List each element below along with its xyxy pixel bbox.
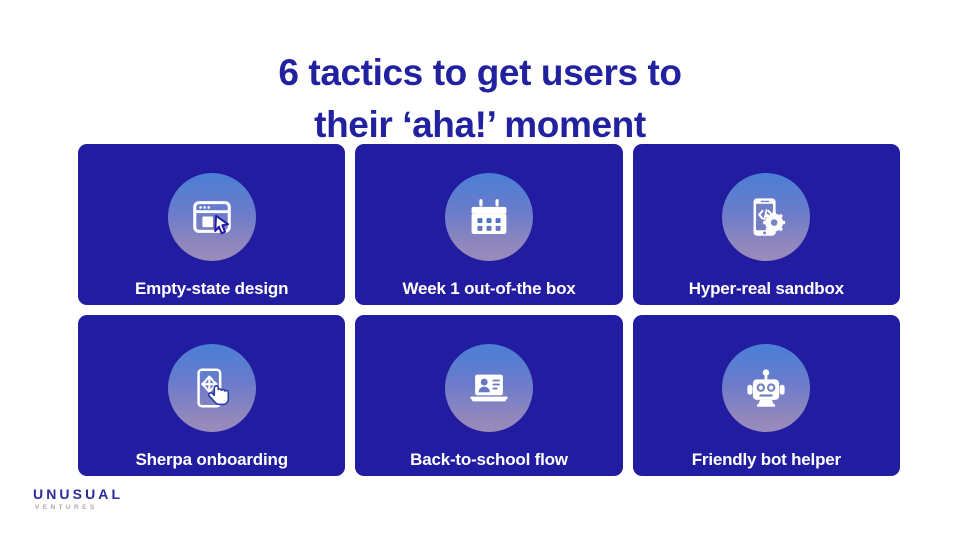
tactic-card-hyper-real-sandbox[interactable]: Hyper-real sandbox xyxy=(632,144,900,305)
icon-circle xyxy=(722,344,811,432)
tactic-card-friendly-bot-helper[interactable]: Friendly bot helper xyxy=(632,315,900,476)
mobile-code-gear-icon xyxy=(743,194,789,240)
tactic-card-empty-state-design[interactable]: Empty-state design xyxy=(78,144,346,305)
icon-circle xyxy=(167,344,256,432)
unusual-ventures-logo: UNUSUAL VENTURES xyxy=(33,487,213,512)
tactic-card-back-to-school-flow[interactable]: Back-to-school flow xyxy=(355,315,623,476)
tactic-card-sherpa-onboarding[interactable]: Sherpa onboarding xyxy=(78,315,346,476)
page-title: 6 tactics to get users to their ‘aha!’ m… xyxy=(0,47,960,152)
tactics-card-grid: Empty-state design Week 1 out-of-t xyxy=(78,144,900,476)
tactic-card-week-1-out-of-the-box[interactable]: Week 1 out-of-the box xyxy=(355,144,623,305)
calendar-icon xyxy=(467,195,511,239)
tactic-card-label: Week 1 out-of-the box xyxy=(402,279,576,298)
tactic-card-label: Back-to-school flow xyxy=(410,450,568,469)
tactic-card-label: Hyper-real sandbox xyxy=(688,279,844,298)
logo-tagline: VENTURES xyxy=(35,504,98,511)
browser-window-cursor-icon xyxy=(189,194,235,240)
icon-circle xyxy=(444,344,533,432)
laptop-profile-icon xyxy=(466,365,512,411)
page-title-line-1: 6 tactics to get users to xyxy=(278,51,682,93)
robot-head-icon xyxy=(743,365,789,411)
icon-circle xyxy=(722,173,811,261)
tactic-card-label: Friendly bot helper xyxy=(691,450,841,469)
mobile-swipe-hand-icon xyxy=(189,365,235,411)
icon-circle xyxy=(167,173,256,261)
icon-circle xyxy=(444,173,533,261)
tactic-card-label: Sherpa onboarding xyxy=(135,450,288,469)
tactic-card-label: Empty-state design xyxy=(135,279,289,298)
logo-brand-name: UNUSUAL xyxy=(33,486,124,502)
page-title-line-2: their ‘aha!’ moment xyxy=(314,104,646,146)
